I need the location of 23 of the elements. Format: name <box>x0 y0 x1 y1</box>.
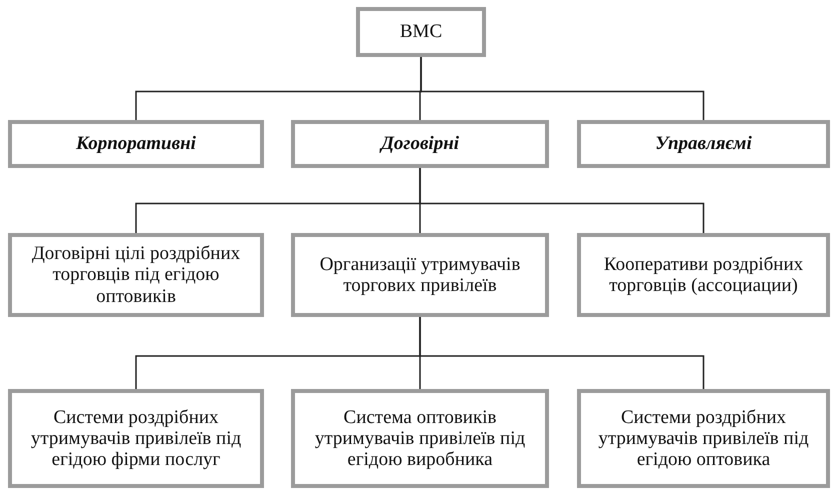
box-label: Кооперативи роздрібних торговців (ассоциации) <box>602 254 804 296</box>
connector-line <box>419 317 704 389</box>
box-label: ВМС <box>400 21 442 43</box>
box-label: Системи роздрібних утримувачів привілеїв під егідою фірми послуг <box>30 406 242 470</box>
box-label: Корпоративні <box>76 133 196 155</box>
box-label: Договірні <box>380 133 460 155</box>
org-box <box>577 233 830 317</box>
org-box <box>291 120 549 168</box>
org-box <box>8 120 264 168</box>
org-box <box>577 389 830 488</box>
org-box <box>291 233 549 317</box>
connector-line <box>419 168 704 233</box>
org-box <box>577 120 830 168</box>
org-box <box>356 7 486 57</box>
org-box <box>8 233 264 317</box>
box-label: Система оптовиків утримувачів привілеїв під егідою виробника <box>314 406 526 470</box>
box-label: Системи роздрібних утримувачів привілеїв під егідою оптовика <box>597 406 810 470</box>
org-box <box>291 389 549 488</box>
box-label: Организації утримувачів торгових привілеїв <box>318 254 522 296</box>
box-label: Управляємі <box>655 133 752 155</box>
box-label: Договірні цілі роздрібних торговців під егідою оптовиків <box>30 243 242 307</box>
org-box <box>8 389 264 488</box>
connector-line <box>420 57 704 120</box>
